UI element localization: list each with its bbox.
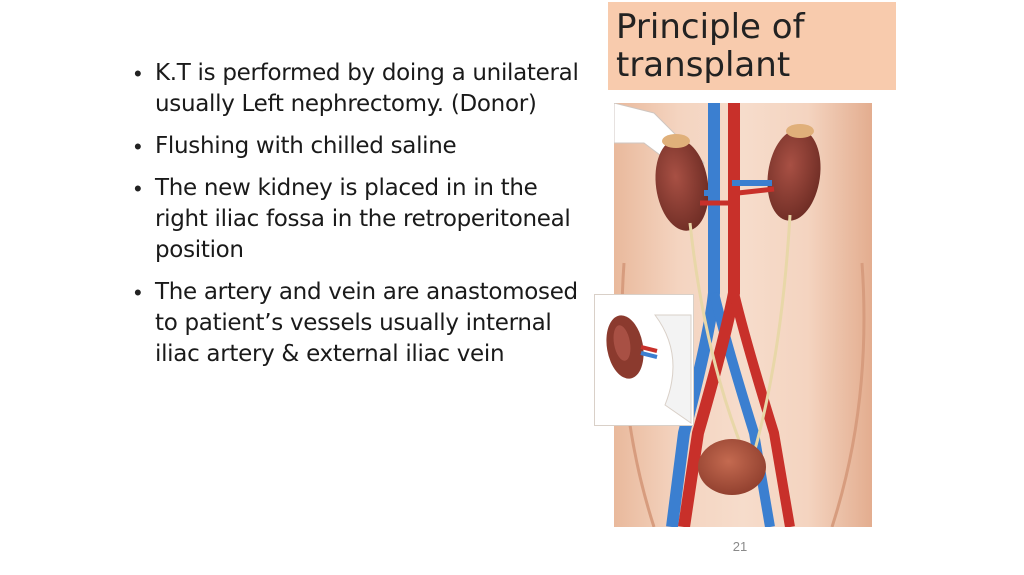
bullet-text: usually Left nephrectomy. (Donor) — [155, 91, 537, 117]
native-kidney-right — [767, 129, 821, 221]
bullet-item: • Flushing with chilled saline — [134, 131, 614, 162]
bullet-text: right iliac fossa in the retroperitoneal — [155, 206, 571, 232]
bullet-text: The new kidney is placed in in the — [155, 175, 538, 201]
bladder — [698, 439, 766, 495]
slide-title-line-2: transplant — [616, 45, 791, 85]
bullet-text: iliac artery & external iliac vein — [155, 341, 505, 367]
bullet-marker: • — [134, 61, 142, 86]
bullet-text: K.T is performed by doing a unilateral — [155, 60, 579, 86]
transplanted-kidney-inset — [594, 294, 694, 426]
bullet-text: position — [155, 237, 244, 263]
slide-page-number: 21 — [732, 539, 748, 554]
bullet-marker: • — [134, 280, 142, 305]
anatomy-drawing — [614, 103, 872, 527]
slide-title-line-1: Principle of — [616, 7, 805, 47]
bullet-item: • The new kidney is placed in in the rig… — [134, 173, 614, 266]
kidney-transplant-illustration — [614, 103, 872, 527]
bullet-text: Flushing with chilled saline — [155, 133, 457, 159]
bullet-marker: • — [134, 134, 142, 159]
bullet-text: to patient’s vessels usually internal — [155, 310, 552, 336]
native-kidney-left — [655, 139, 709, 231]
bullet-marker: • — [134, 176, 142, 201]
bullet-item: • The artery and vein are anastomosed to… — [134, 277, 614, 370]
bullet-list: • K.T is performed by doing a unilateral… — [134, 58, 614, 381]
inset-drawing — [595, 295, 693, 425]
title-box: Principle of transplant — [608, 2, 896, 90]
bullet-text: The artery and vein are anastomosed — [155, 279, 578, 305]
bullet-item: • K.T is performed by doing a unilateral… — [134, 58, 614, 120]
